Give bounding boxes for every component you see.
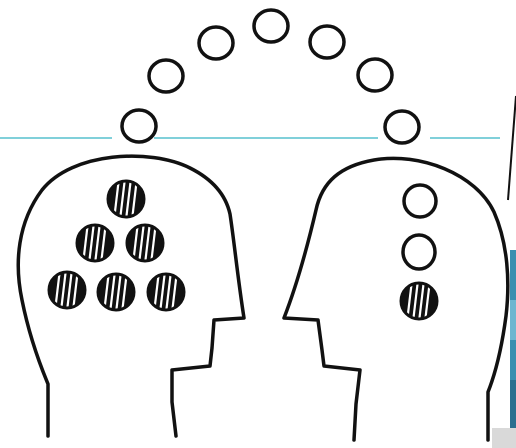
- arc-dot: [254, 10, 288, 42]
- hatched-dot: [77, 222, 113, 264]
- arc-dot: [199, 27, 233, 59]
- hollow-dot: [403, 235, 435, 269]
- hollow-dot: [404, 185, 436, 217]
- hatched-dot: [127, 222, 163, 264]
- hatched-dot: [401, 280, 437, 322]
- hatched-dot: [148, 271, 184, 313]
- arc-dot: [122, 110, 156, 142]
- hatched-dot: [98, 271, 134, 313]
- right-head-ideas: [401, 185, 437, 322]
- arc-dot: [358, 59, 392, 91]
- hatched-dot: [108, 178, 144, 220]
- arc-dot: [385, 111, 419, 143]
- arc-dot: [310, 26, 344, 58]
- hatched-dot: [49, 269, 85, 311]
- arc-dot: [149, 60, 183, 92]
